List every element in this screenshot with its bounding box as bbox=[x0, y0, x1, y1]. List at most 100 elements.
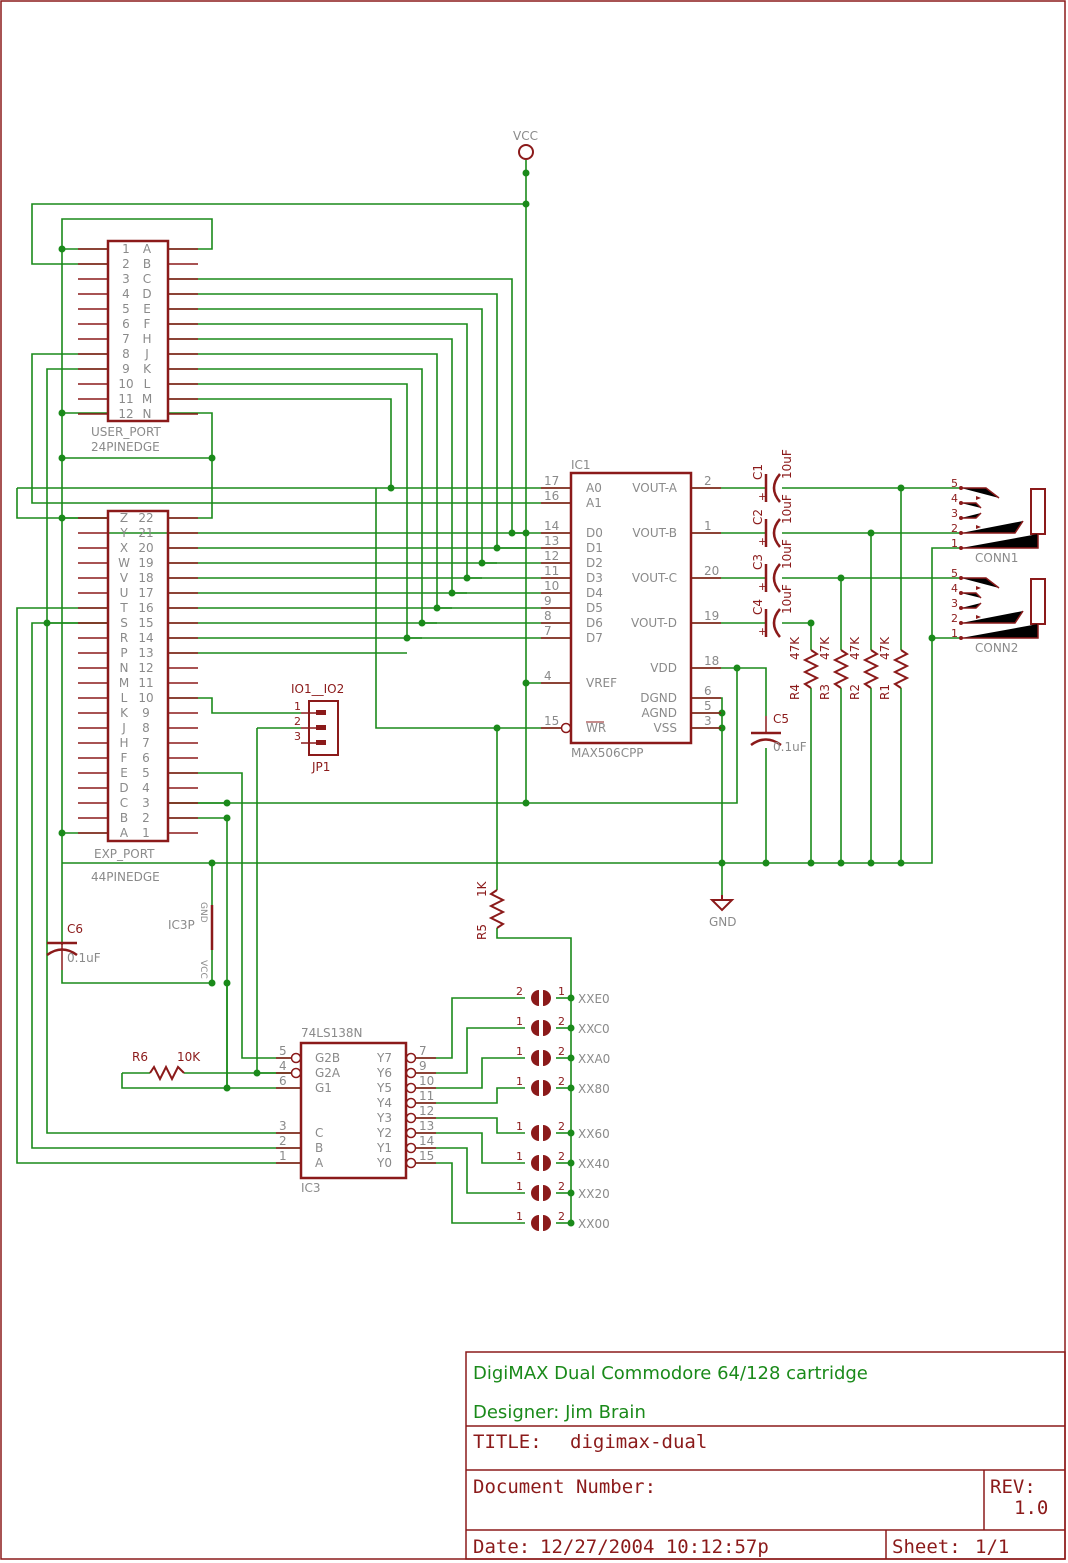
user-port-pin-letter: J bbox=[144, 347, 149, 361]
solder-jumper-pad bbox=[531, 990, 539, 1006]
ic3-pin-number: 12 bbox=[419, 1104, 434, 1118]
user-port-pin-number: 5 bbox=[122, 302, 130, 316]
exp-port-pin-letter: D bbox=[119, 781, 128, 795]
ic3p-vcc-pin: VCC bbox=[198, 960, 208, 979]
solder-jumper-pad bbox=[543, 1080, 551, 1096]
vcc-label: VCC bbox=[513, 129, 538, 143]
exp-port-pin-letter: P bbox=[120, 646, 127, 660]
cap-curved-plate bbox=[772, 563, 781, 593]
ic3-pin-number: 10 bbox=[419, 1074, 434, 1088]
ic3-pin-number: 6 bbox=[279, 1074, 287, 1088]
rev-value: 1.0 bbox=[1014, 1497, 1048, 1519]
solder-jumper-pad bbox=[531, 1125, 539, 1141]
solder-jumper-pad bbox=[543, 1215, 551, 1231]
user-port-pin-letter: E bbox=[143, 302, 151, 316]
solder-jumper-pad bbox=[531, 1185, 539, 1201]
ic1-pin-name: VOUT-B bbox=[632, 526, 677, 540]
solder-jumper-pin: 1 bbox=[516, 1180, 523, 1193]
ic1-pin-number: 20 bbox=[704, 564, 719, 578]
ic1-ref: IC1 bbox=[571, 458, 591, 472]
solder-jumper-label: XX20 bbox=[578, 1187, 610, 1201]
sheet-label: Sheet: bbox=[892, 1536, 961, 1558]
ic1-pin-name: VOUT-C bbox=[632, 571, 677, 585]
ic3-ref: IC3 bbox=[301, 1181, 321, 1195]
exp-port-pin-number: 19 bbox=[138, 556, 153, 570]
connector-pin-number: 5 bbox=[951, 567, 958, 580]
solder-jumper-pin: 2 bbox=[558, 1015, 565, 1028]
c5-ref: C5 bbox=[773, 712, 789, 726]
solder-jumper-label: XX60 bbox=[578, 1127, 610, 1141]
exp-port-pin-number: 20 bbox=[138, 541, 153, 555]
exp-port-name: EXP_PORT bbox=[94, 847, 155, 861]
solder-jumper-pin: 1 bbox=[558, 985, 565, 998]
ic1-pin-name: VDD bbox=[650, 661, 677, 675]
cap-polarity: + bbox=[758, 535, 767, 548]
ic1-pin-number: 11 bbox=[544, 564, 559, 578]
connector-pin-number: 3 bbox=[951, 597, 958, 610]
ic1-pin-number: 18 bbox=[704, 654, 719, 668]
sheet-value: 1/1 bbox=[975, 1536, 1009, 1558]
project-title: DigiMAX Dual Commodore 64/128 cartridge bbox=[473, 1363, 868, 1384]
exp-port-pin-letter: U bbox=[120, 586, 129, 600]
exp-port-pin-letter: X bbox=[120, 541, 128, 555]
gnd-label: GND bbox=[709, 915, 737, 929]
cap-c5: C5 0.1uF bbox=[750, 712, 807, 754]
title-label: TITLE: bbox=[473, 1431, 542, 1453]
r5-ref: R5 bbox=[475, 924, 489, 940]
exp-port-pin-number: 5 bbox=[142, 766, 150, 780]
rev-label: REV: bbox=[990, 1476, 1036, 1498]
resistor-ref: R3 bbox=[818, 684, 832, 700]
solder-jumper-pin: 2 bbox=[558, 1180, 565, 1193]
user-port-pin-letter: A bbox=[143, 242, 152, 256]
user-port-pin-letter: H bbox=[142, 332, 151, 346]
exp-port-pin-number: 8 bbox=[142, 721, 150, 735]
solder-jumper-label: XXA0 bbox=[578, 1052, 610, 1066]
user-port-pin-number: 9 bbox=[122, 362, 130, 376]
resistor-body bbox=[862, 649, 880, 689]
ic3-pin-name: C bbox=[315, 1126, 323, 1140]
solder-jumper-pad bbox=[531, 1080, 539, 1096]
solder-jumper-pad bbox=[543, 1020, 551, 1036]
user-port-pin-letter: K bbox=[143, 362, 152, 376]
cap-ref: C3 bbox=[751, 554, 765, 570]
c6-ref: C6 bbox=[67, 922, 83, 936]
ic1-pin-name: A0 bbox=[586, 481, 602, 495]
user-port-pin-number: 12 bbox=[118, 407, 133, 421]
cap-value: 10uF bbox=[780, 584, 794, 614]
exp-port-pin-number: 13 bbox=[138, 646, 153, 660]
ic3-pin-number: 13 bbox=[419, 1119, 434, 1133]
ic1-pin-name: WR bbox=[586, 721, 606, 735]
connector-pin-number: 2 bbox=[951, 612, 958, 625]
ic1-pin-name: D1 bbox=[586, 541, 603, 555]
exp-port-pin-letter: K bbox=[120, 706, 129, 720]
ic3-pin-name: Y4 bbox=[376, 1096, 392, 1110]
solder-jumper-pin: 2 bbox=[558, 1075, 565, 1088]
exp-port-pin-number: 18 bbox=[138, 571, 153, 585]
connector-pin-number: 1 bbox=[951, 537, 958, 550]
ic3-pin-number: 4 bbox=[279, 1059, 287, 1073]
solder-jumper-pin: 1 bbox=[516, 1075, 523, 1088]
ic1-pin-number: 2 bbox=[704, 474, 712, 488]
jack-sleeve bbox=[1030, 578, 1046, 625]
ic1-pin-name: D4 bbox=[586, 586, 603, 600]
solder-jumper-pin: 1 bbox=[516, 1210, 523, 1223]
jp1-pin-2: 2 bbox=[294, 715, 301, 728]
solder-jumper-pad bbox=[543, 1050, 551, 1066]
exp-port-pin-letter: A bbox=[120, 826, 129, 840]
jp1: 1 2 3 IO1__IO2 JP1 bbox=[291, 682, 344, 774]
ic3-pin-name: Y3 bbox=[376, 1111, 392, 1125]
solder-jumper-pin: 1 bbox=[516, 1015, 523, 1028]
ic1-pin-number: 8 bbox=[544, 609, 552, 623]
exp-port-pin-number: 6 bbox=[142, 751, 150, 765]
jack-sleeve bbox=[1030, 488, 1046, 535]
r5-value: 1K bbox=[475, 880, 489, 897]
solder-jumper-pin: 2 bbox=[558, 1150, 565, 1163]
exp-port-pin-number: 21 bbox=[138, 526, 153, 540]
ic1-pin-number: 12 bbox=[544, 549, 559, 563]
ic3-pin-number: 9 bbox=[419, 1059, 427, 1073]
ic3-inversion-bubble bbox=[405, 1067, 417, 1079]
ic1-pin-name: VOUT-D bbox=[631, 616, 677, 630]
ic1-pin-number: 1 bbox=[704, 519, 712, 533]
resistor-value: 47K bbox=[818, 636, 832, 660]
